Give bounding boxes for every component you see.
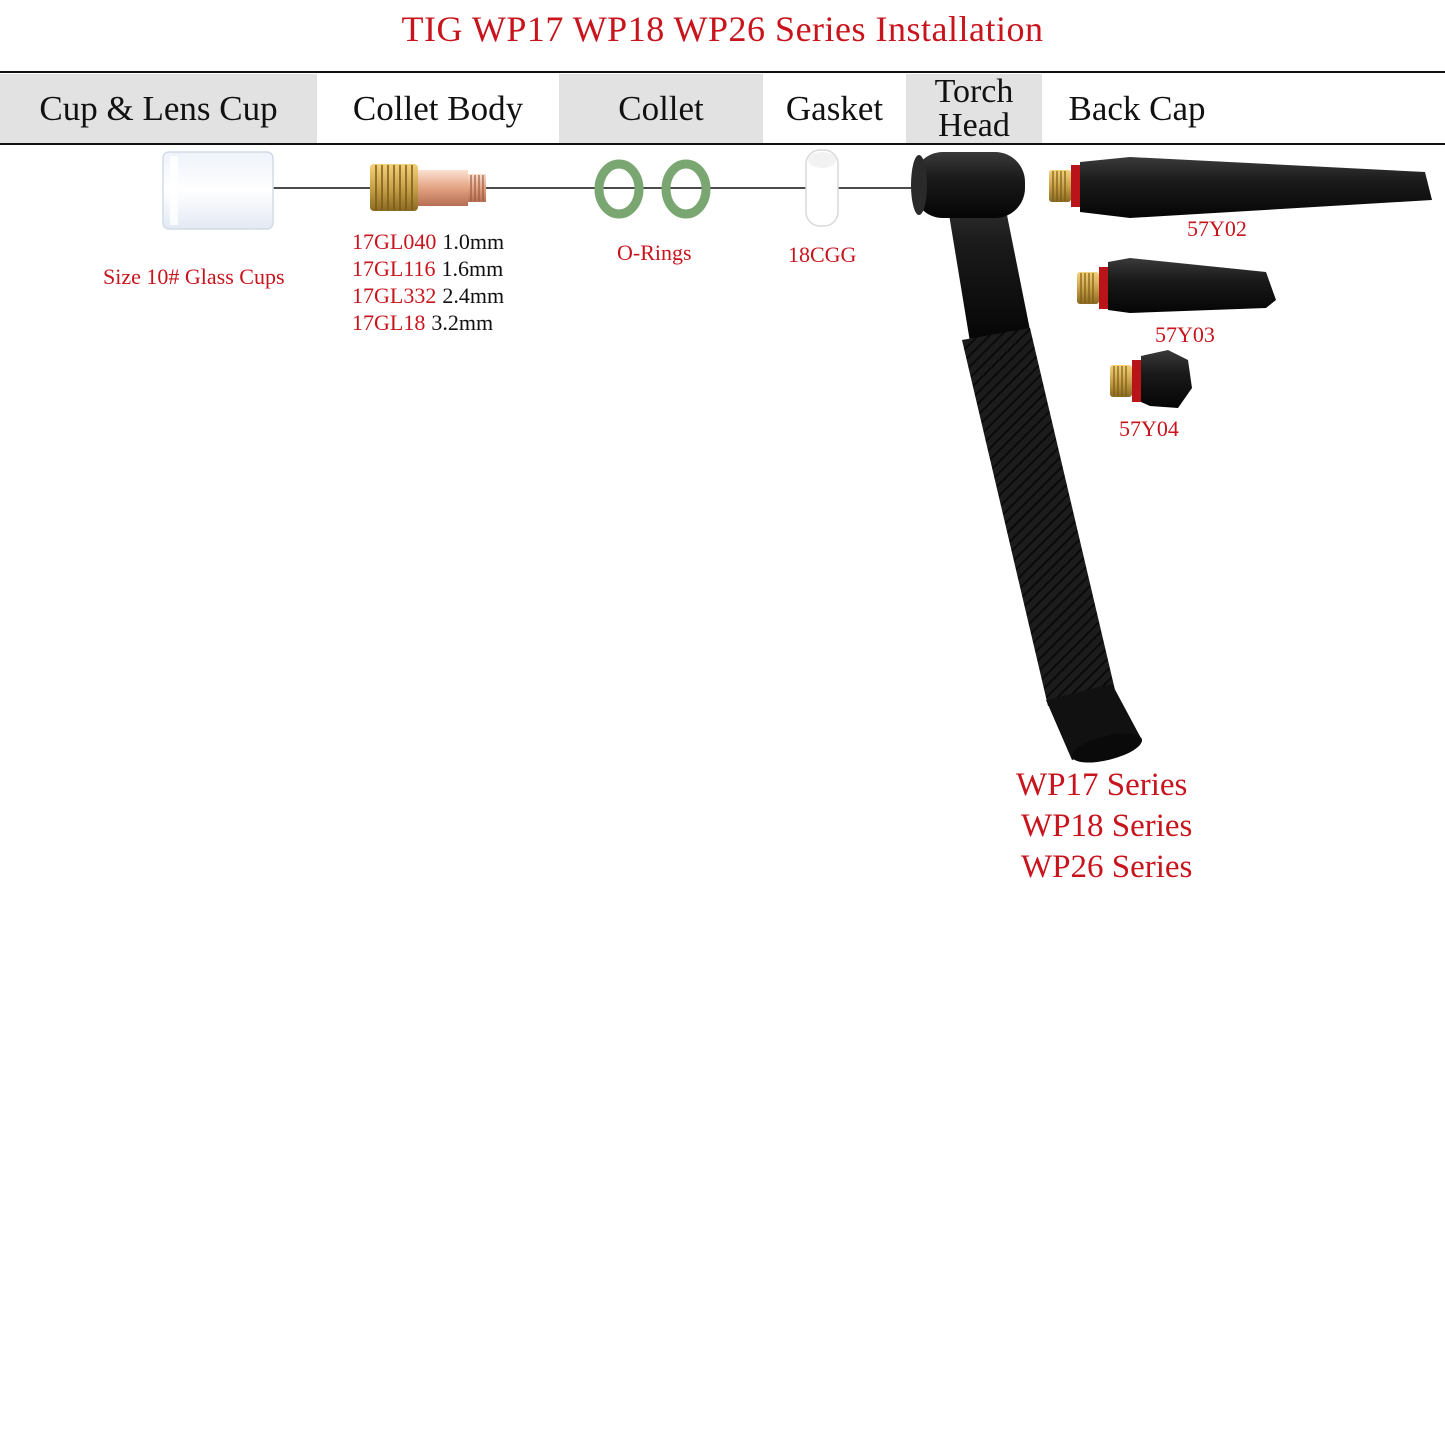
header-torch-head-line2: Head [938,106,1010,144]
header-bottom-rule [0,143,1445,145]
header-gasket: Gasket [785,88,884,128]
collet-body-icon [370,164,486,211]
header-top-rule [0,71,1445,73]
page-title: TIG WP17 WP18 WP26 Series Installation [401,9,1044,49]
glass-cups-label: Size 10# Glass Cups [103,264,285,289]
torch-handle-icon [945,180,1143,763]
header-collet: Collet [559,74,763,143]
torch-head-icon [911,152,1025,218]
header-cup-lens-cup: Cup & Lens Cup [0,74,317,143]
back-cap-short-label: 57Y04 [1119,416,1179,441]
collet-body-size: 2.4mm [442,283,505,308]
o-ring-icon [594,159,644,219]
gasket-icon [805,149,839,227]
collet-body-size: 1.0mm [442,229,505,254]
series-label: WP26 Series [1021,849,1193,885]
back-cap-medium-icon [1077,258,1276,313]
o-rings-label: O-Rings [617,240,692,265]
o-ring-icon [661,159,711,219]
collet-body-code: 17GL18 [352,310,426,335]
series-label: WP18 Series [1021,808,1193,844]
header-torch-head: Torch Head [906,74,1042,143]
header-collet-body: Collet Body [352,88,524,128]
collet-body-size: 3.2mm [431,310,494,335]
glass-cup-icon [162,151,274,230]
collet-body-code: 17GL040 [352,229,437,254]
collet-body-code: 17GL332 [352,283,437,308]
gasket-code-label: 18CGG [788,242,857,267]
back-cap-medium-label: 57Y03 [1155,322,1215,347]
back-cap-short-icon [1110,350,1192,408]
header-back-cap: Back Cap [1068,88,1206,128]
header-torch-head-line1: Torch [934,72,1014,110]
series-label: WP17 Series [1016,767,1188,803]
collet-body-code: 17GL116 [352,256,436,281]
collet-body-size: 1.6mm [441,256,504,281]
back-cap-long-icon [1049,157,1432,218]
back-cap-long-label: 57Y02 [1187,216,1247,241]
